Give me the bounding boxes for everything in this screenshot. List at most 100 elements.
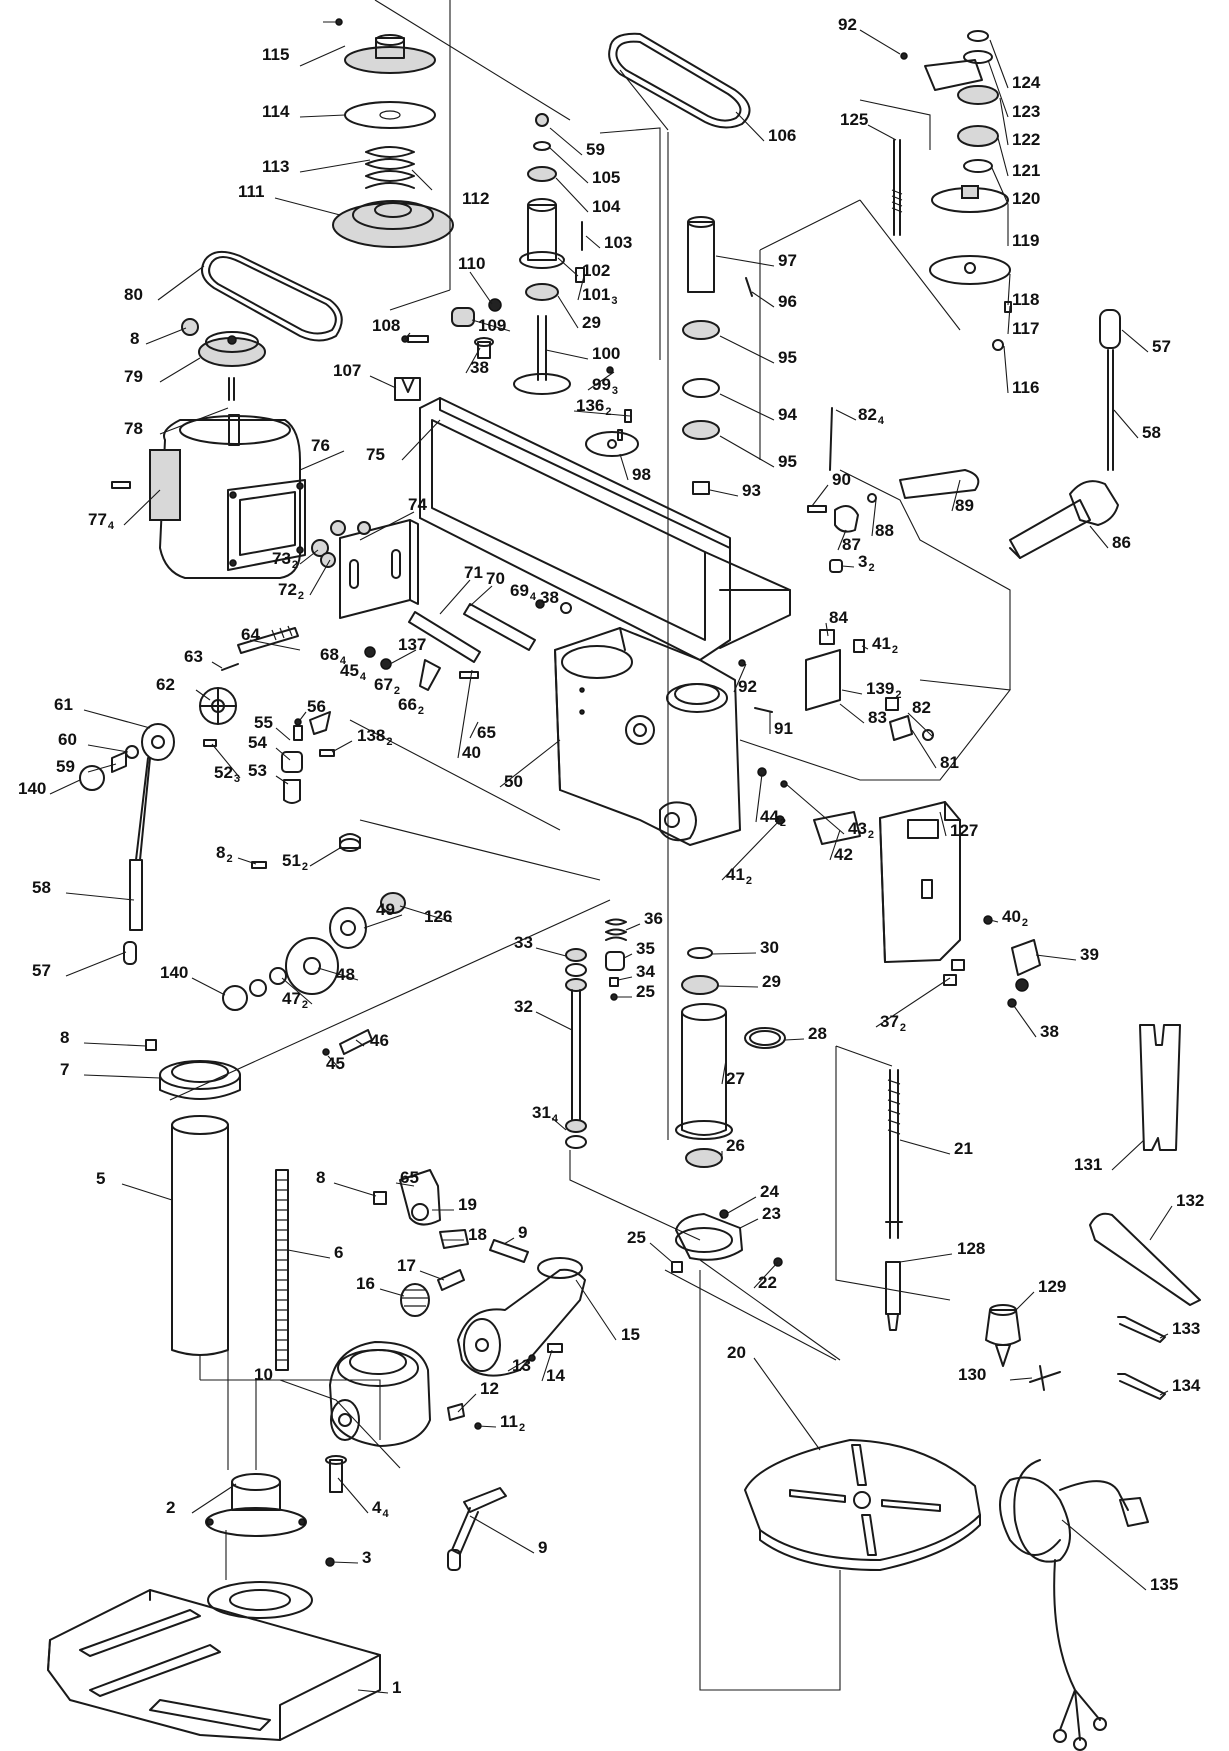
spindle-pulley-shaft bbox=[513, 113, 639, 457]
part-label: 38 bbox=[470, 358, 489, 377]
part-label: 29 bbox=[582, 313, 601, 332]
part-label: 92 bbox=[838, 15, 857, 34]
part-label: 129 bbox=[1038, 1277, 1066, 1296]
part-label: 38 bbox=[1040, 1022, 1059, 1041]
part-label: 8 bbox=[316, 1168, 325, 1187]
part-label: 8 bbox=[130, 329, 139, 348]
part-label: 135 bbox=[1150, 1575, 1178, 1594]
part-label: 19 bbox=[458, 1195, 477, 1214]
part-label: 90 bbox=[832, 470, 851, 489]
part-label: 132 bbox=[1176, 1191, 1204, 1210]
part-label: 774 bbox=[88, 510, 115, 532]
part-label: 15 bbox=[621, 1325, 640, 1344]
part-label: 75 bbox=[366, 445, 385, 464]
part-label: 81 bbox=[940, 753, 959, 772]
part-label: 124 bbox=[1012, 73, 1041, 92]
part-label: 104 bbox=[592, 197, 621, 216]
part-label: 119 bbox=[1012, 231, 1039, 250]
motor-assembly bbox=[111, 318, 306, 579]
part-label: 116 bbox=[1012, 378, 1039, 397]
part-label: 128 bbox=[957, 1239, 985, 1258]
leader-lines bbox=[49, 0, 1173, 1694]
part-label: 2 bbox=[166, 1498, 175, 1517]
part-label: 20 bbox=[727, 1343, 746, 1362]
part-label: 107 bbox=[333, 361, 361, 380]
part-label: 98 bbox=[632, 465, 651, 484]
part-label: 105 bbox=[592, 168, 620, 187]
part-label: 372 bbox=[880, 1012, 906, 1034]
part-label: 993 bbox=[592, 375, 618, 397]
part-label: 89 bbox=[955, 496, 974, 515]
part-label: 134 bbox=[1172, 1376, 1201, 1395]
part-label: 106 bbox=[768, 126, 796, 145]
part-label: 23 bbox=[762, 1204, 781, 1223]
part-label: 27 bbox=[726, 1069, 745, 1088]
part-label: 46 bbox=[370, 1031, 389, 1050]
part-label: 56 bbox=[307, 697, 326, 716]
part-label: 59 bbox=[586, 140, 605, 159]
part-label: 412 bbox=[726, 865, 752, 887]
part-label: 120 bbox=[1012, 189, 1040, 208]
part-label: 1392 bbox=[866, 679, 902, 701]
part-label: 26 bbox=[726, 1136, 745, 1155]
part-label: 91 bbox=[774, 719, 793, 738]
accessories bbox=[999, 1024, 1201, 1751]
part-label: 114 bbox=[262, 102, 290, 121]
part-label: 108 bbox=[372, 316, 400, 335]
part-label: 58 bbox=[32, 878, 51, 897]
part-label: 117 bbox=[1012, 319, 1039, 338]
part-label: 6 bbox=[334, 1243, 343, 1262]
part-label: 95 bbox=[778, 348, 797, 367]
part-label: 29 bbox=[762, 972, 781, 991]
part-label: 55 bbox=[254, 713, 273, 732]
part-label: 5 bbox=[96, 1169, 105, 1188]
part-label: 125 bbox=[840, 110, 868, 129]
part-label: 71 bbox=[464, 563, 483, 582]
part-label: 442 bbox=[760, 807, 786, 829]
part-label: 33 bbox=[514, 933, 533, 952]
upper-pulley-stack bbox=[332, 18, 454, 248]
part-label: 36 bbox=[644, 909, 663, 928]
belts bbox=[201, 32, 751, 342]
part-label: 118 bbox=[1012, 290, 1039, 309]
part-label: 112 bbox=[500, 1412, 525, 1434]
part-label: 76 bbox=[311, 436, 330, 455]
part-label: 115 bbox=[262, 45, 289, 64]
part-label: 140 bbox=[18, 779, 46, 798]
part-label: 122 bbox=[1012, 130, 1040, 149]
part-label: 28 bbox=[808, 1024, 827, 1043]
part-label: 39 bbox=[1080, 945, 1099, 964]
part-label: 1013 bbox=[582, 285, 618, 307]
part-label: 131 bbox=[1074, 1155, 1102, 1174]
spindle-bearings bbox=[682, 216, 753, 495]
part-label: 17 bbox=[397, 1256, 416, 1275]
part-label: 121 bbox=[1012, 161, 1040, 180]
part-label: 9 bbox=[518, 1223, 527, 1242]
part-label: 113 bbox=[262, 157, 289, 176]
part-label: 16 bbox=[356, 1274, 375, 1293]
part-label: 95 bbox=[778, 452, 797, 471]
part-label: 82 bbox=[912, 698, 931, 717]
part-label: 45 bbox=[326, 1054, 345, 1073]
part-label: 78 bbox=[124, 419, 143, 438]
part-label: 22 bbox=[758, 1273, 777, 1292]
head-casting bbox=[554, 627, 741, 846]
part-label: 86 bbox=[1112, 533, 1131, 552]
part-label: 123 bbox=[1012, 102, 1040, 121]
part-label: 32 bbox=[858, 552, 875, 574]
part-label: 82 bbox=[216, 843, 233, 865]
part-label: 44 bbox=[372, 1498, 389, 1520]
part-label: 1 bbox=[392, 1678, 401, 1697]
worktable bbox=[744, 1439, 981, 1571]
part-label: 93 bbox=[742, 481, 761, 500]
part-label: 65 bbox=[400, 1168, 419, 1187]
part-label: 684 bbox=[320, 645, 347, 667]
part-label: 63 bbox=[184, 647, 203, 666]
part-label: 12 bbox=[480, 1379, 499, 1398]
part-label: 18 bbox=[468, 1225, 487, 1244]
part-label: 74 bbox=[408, 495, 427, 514]
part-label: 137 bbox=[398, 635, 426, 654]
part-label: 133 bbox=[1172, 1319, 1200, 1338]
